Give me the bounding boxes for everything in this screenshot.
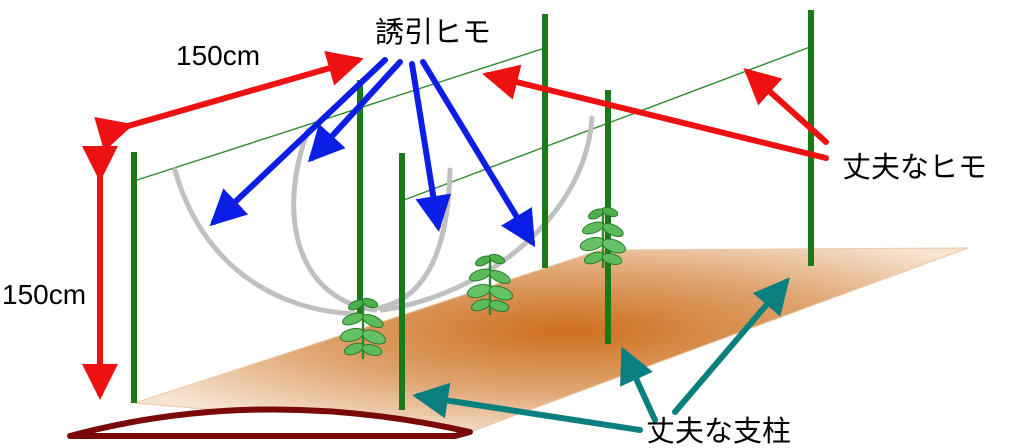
guide-string-arrow [209,57,388,227]
seedling-icon [577,204,629,270]
seedling-icon [464,251,516,317]
teal-arrows [412,277,790,433]
guide-string-arrow [420,59,536,248]
posts [131,10,814,410]
strong-string-arrow [743,67,829,145]
mound-outline [67,406,473,439]
strong-post-label: 丈夫な支柱 [646,414,791,448]
guide-string-label: 誘引ヒモ [375,15,491,49]
width-arrow [94,50,364,152]
guide-string-arrow [307,59,403,163]
width-dimension-label: 150cm [176,40,260,71]
strong-post-arrow [672,277,790,415]
height-dimension-label: 150cm [2,279,86,310]
strong-string-arrow [482,64,829,161]
blue-arrows [209,57,536,248]
strong-post-arrow [412,382,643,433]
guide-string-arrow [409,61,452,232]
strong-post-arrow [620,346,658,423]
soil-bed [134,247,969,433]
strong-string-label: 丈夫なヒモ [842,150,987,184]
red-arrows [82,50,829,400]
